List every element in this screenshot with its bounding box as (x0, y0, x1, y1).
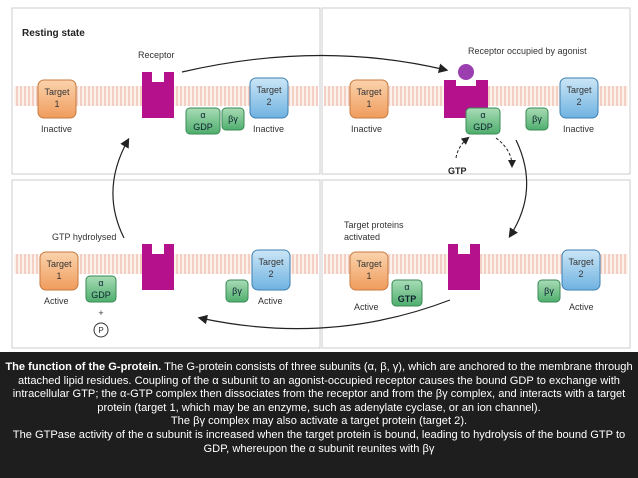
betagamma-subunit (221, 107, 245, 131)
target-1-state: Inactive (351, 124, 382, 134)
panel-title-line1: Target proteins (344, 220, 404, 230)
panel-targets-activated: Target proteins activated Target 1 Activ… (324, 220, 628, 312)
target-2-state: Active (258, 296, 283, 306)
target-2-number: 2 (576, 97, 581, 107)
agonist (458, 64, 474, 80)
target-2-label: Target (566, 85, 592, 95)
target-1-state: Active (44, 296, 69, 306)
alpha-label: α (480, 110, 485, 120)
caption-paragraph-3: The GTPase activity of the α subunit is … (12, 428, 626, 455)
panel-title-line2: activated (344, 232, 380, 242)
target-1-label: Target (356, 259, 382, 269)
target-1-state: Inactive (41, 124, 72, 134)
alpha-subunit (391, 279, 423, 307)
target-2-state: Inactive (253, 124, 284, 134)
target-2-label: Target (256, 85, 282, 95)
alpha-label: α (98, 278, 103, 288)
target-1-number: 1 (366, 271, 371, 281)
target-1-label: Target (44, 87, 70, 97)
gtp-label: GTP (448, 166, 467, 176)
betagamma-subunit (225, 279, 249, 303)
target-1-number: 1 (54, 99, 59, 109)
target-1-label: Target (46, 259, 72, 269)
cycle-arrow-right (508, 139, 528, 239)
target-2 (249, 77, 289, 119)
gdp-label: GDP (91, 290, 111, 300)
receptor (142, 244, 174, 290)
caption: The function of the G-protein. The G-pro… (0, 352, 638, 478)
target-2-number: 2 (266, 97, 271, 107)
target-2-label: Target (568, 257, 594, 267)
target-1 (37, 79, 77, 119)
target-1 (349, 251, 389, 291)
target-2-number: 2 (578, 269, 583, 279)
betagamma-label: βγ (532, 114, 542, 124)
alpha-label: α (404, 282, 409, 292)
target-2 (251, 249, 291, 291)
panel-agonist-bound: Receptor occupied by agonist Target 1 In… (324, 46, 628, 176)
receptor-occupied-label: Receptor occupied by agonist (468, 46, 587, 56)
cycle-arrow-left (112, 137, 130, 239)
target-2-state: Inactive (563, 124, 594, 134)
phosphate-icon (93, 322, 109, 338)
caption-text-1: The G-protein consists of three subunits… (12, 361, 633, 414)
phosphate-label: P (98, 326, 103, 335)
panel-title: Resting state (22, 28, 85, 39)
gdp-out-arrow (495, 137, 516, 168)
target-1-number: 1 (56, 271, 61, 281)
target-2-number: 2 (268, 269, 273, 279)
betagamma-label: βγ (232, 286, 242, 296)
caption-paragraph-1: The function of the G-protein. The G-pro… (4, 361, 634, 415)
g-protein-cycle-diagram: Resting state Target 1 Inactive Receptor… (11, 7, 631, 349)
betagamma-subunit (537, 279, 561, 303)
caption-paragraph-2: The βγ complex may also activate a targe… (170, 415, 468, 428)
target-2-state: Active (569, 302, 594, 312)
receptor-label: Receptor (138, 50, 175, 60)
betagamma-subunit (525, 107, 549, 131)
gtp-in-arrow (455, 136, 470, 159)
alpha-label: α (200, 110, 205, 120)
target-1-label: Target (356, 87, 382, 97)
cycle-arrow-top (181, 54, 449, 74)
betagamma-label: βγ (544, 286, 554, 296)
alpha-subunit (185, 107, 221, 135)
target-1 (349, 79, 389, 119)
target-2 (559, 77, 599, 119)
target-2 (561, 249, 601, 291)
alpha-subunit (465, 107, 501, 135)
panel-resting-state: Resting state Target 1 Inactive Receptor… (14, 28, 318, 135)
target-1-number: 1 (366, 99, 371, 109)
gdp-label: GDP (473, 122, 493, 132)
caption-title: The function of the G-protein. (5, 361, 162, 373)
target-2-label: Target (258, 257, 284, 267)
target-1-state: Active (354, 302, 379, 312)
target-1 (39, 251, 79, 291)
gdp-label: GDP (193, 122, 213, 132)
betagamma-label: βγ (228, 114, 238, 124)
receptor (142, 72, 174, 118)
alpha-subunit (85, 275, 117, 303)
plus-label: + (98, 308, 103, 318)
panel-gtp-hydrolysed: GTP hydrolysed Target 1 Active α GDP + P… (14, 232, 318, 338)
panel-title: GTP hydrolysed (52, 232, 116, 242)
receptor (448, 244, 480, 290)
cycle-arrow-bottom (197, 299, 451, 330)
gtp-label: GTP (398, 294, 417, 304)
